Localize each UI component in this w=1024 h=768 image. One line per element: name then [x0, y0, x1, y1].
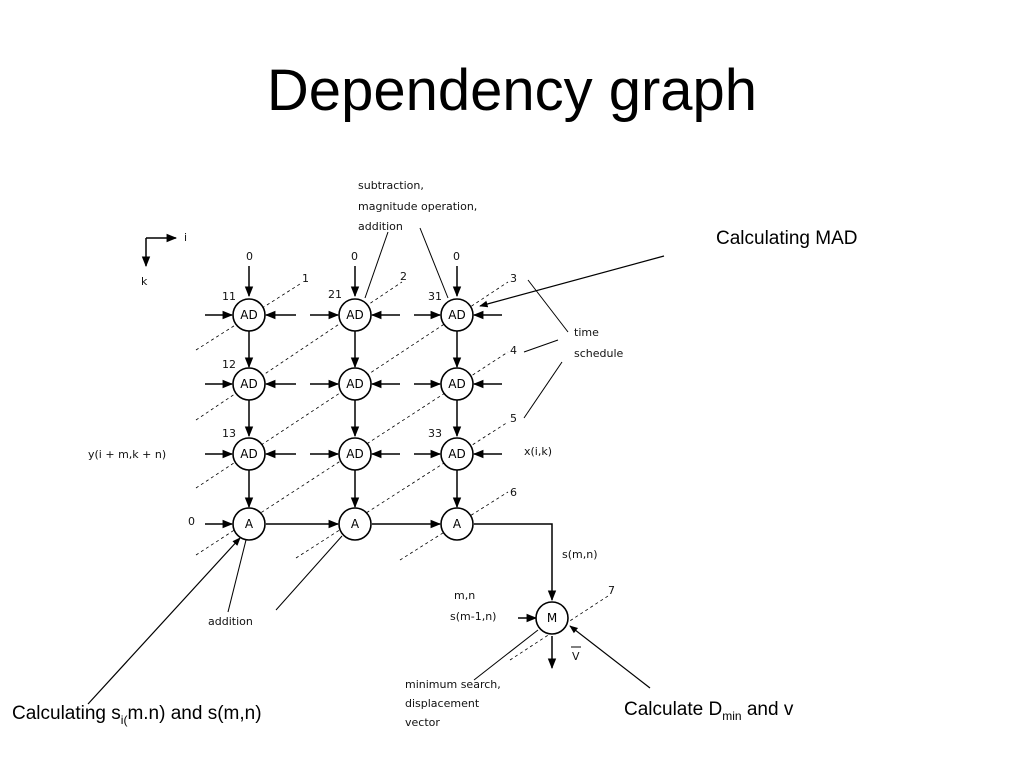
v-label: V [572, 650, 580, 663]
si-callout-arrow [87, 537, 241, 705]
time-label: 2 [400, 270, 407, 283]
callout-calculating-mad: Calculating MAD [716, 228, 858, 249]
top-note-line: magnitude operation, [358, 200, 477, 213]
ad-node: AD [440, 298, 474, 332]
time-label: 4 [510, 344, 517, 357]
node-id-label: 31 [428, 290, 442, 303]
right-input-label: x(i,k) [524, 445, 552, 458]
top-note: subtraction, magnitude operation, additi… [358, 179, 477, 299]
ad-node-label: AD [240, 447, 257, 461]
mad-callout-arrow [479, 255, 665, 308]
smn-label: s(m,n) [562, 548, 598, 561]
ad-node-label: AD [346, 447, 363, 461]
top-note-line: addition [358, 220, 403, 233]
a-row-input-label: 0 [188, 515, 195, 528]
axis-indicator: i k [141, 231, 187, 288]
axis-i-label: i [184, 231, 187, 244]
a-node-label: A [453, 517, 462, 531]
callout-si-subscript: i( [120, 712, 128, 727]
callout-calculating-si: Calculating si(m.n) and s(m,n) [12, 703, 262, 727]
time-label: 3 [510, 272, 517, 285]
column-input-label: 0 [246, 250, 253, 263]
column-input-label: 0 [351, 250, 358, 263]
node-id-label: 11 [222, 290, 236, 303]
axis-k-label: k [141, 275, 148, 288]
min-search-line: displacement [405, 697, 480, 710]
callout-si-suffix: m.n) and s(m,n) [127, 703, 262, 724]
left-input-label: y(i + m,k + n) [88, 448, 166, 461]
a-node: A [232, 507, 266, 541]
time-schedule-line: schedule [574, 347, 624, 360]
callout-si-prefix: Calculating s [12, 703, 121, 724]
m-input-label: m,n [454, 589, 475, 602]
node-id-label: 12 [222, 358, 236, 371]
a-node: A [440, 507, 474, 541]
ad-node: AD [232, 298, 266, 332]
output-edge [474, 523, 557, 602]
ad-node: AD [440, 367, 474, 401]
time-label: 6 [510, 486, 517, 499]
callout-dmin-prefix: Calculate D [624, 699, 723, 720]
ad-node-label: AD [448, 308, 465, 322]
m-node: M [535, 601, 569, 635]
ad-node-label: AD [346, 377, 363, 391]
ad-node: AD [232, 367, 266, 401]
a-node-label: A [245, 517, 254, 531]
callout-calculate-dmin: Calculate Dmin and v [624, 699, 794, 723]
column-input-label: 0 [453, 250, 460, 263]
ad-node: AD [338, 437, 372, 471]
ad-node-label: AD [448, 447, 465, 461]
min-search-line: vector [405, 716, 440, 729]
ad-node: AD [338, 298, 372, 332]
addition-label: addition [208, 615, 253, 628]
dmin-callout-arrow [569, 625, 651, 689]
ad-node-label: AD [240, 308, 257, 322]
time-label: 5 [510, 412, 517, 425]
min-search-line: minimum search, [405, 678, 501, 691]
vertical-edges [244, 329, 462, 509]
ad-node: AD [338, 367, 372, 401]
m-input-label: s(m-1,n) [450, 610, 496, 623]
ad-node-label: AD [346, 308, 363, 322]
time-schedule-line: time [574, 326, 599, 339]
callout-dmin-subscript: min [722, 708, 742, 723]
page-title: Dependency graph [266, 58, 758, 123]
m-node-label: M [547, 611, 557, 625]
ad-node: AD [440, 437, 474, 471]
node-id-label: 33 [428, 427, 442, 440]
top-note-line: subtraction, [358, 179, 424, 192]
ad-node-label: AD [240, 377, 257, 391]
horizontal-inputs [205, 310, 502, 529]
a-node-label: A [351, 517, 360, 531]
ad-node: AD [232, 437, 266, 471]
time-label: 1 [302, 272, 309, 285]
time-label: 7 [608, 584, 615, 597]
time-schedule-note: time schedule [523, 279, 624, 419]
node-id-label: 21 [328, 288, 342, 301]
ad-node-label: AD [448, 377, 465, 391]
callout-dmin-suffix: and v [741, 699, 794, 720]
a-node: A [338, 507, 372, 541]
node-id-label: 13 [222, 427, 236, 440]
